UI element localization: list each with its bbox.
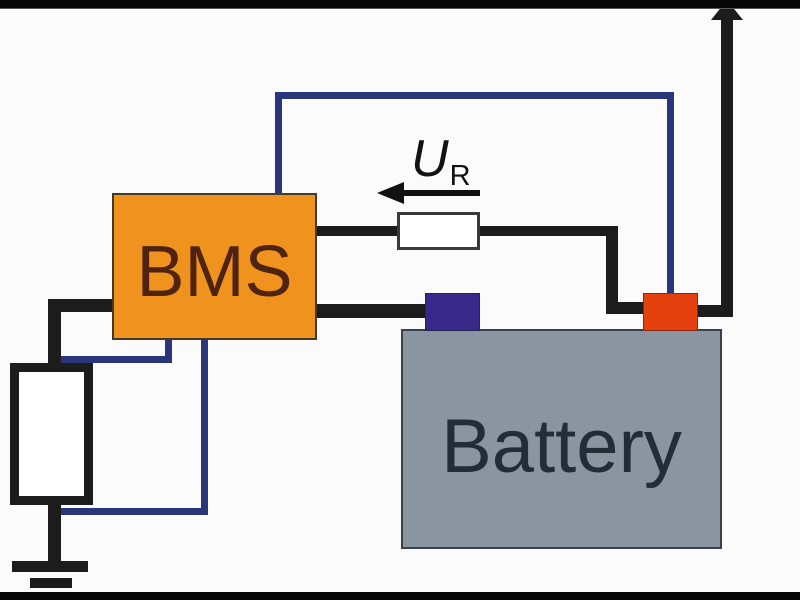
- wire-shunt-down-vertical: [606, 226, 618, 314]
- shunt-resistor: [397, 212, 480, 250]
- bms-label: BMS: [136, 231, 293, 312]
- wire-positive-riser-vertical: [721, 8, 733, 317]
- sense-wire-bms-top-vertical: [275, 96, 282, 196]
- wire-bms-to-negative-terminal: [317, 304, 425, 318]
- battery-block: Battery: [401, 329, 722, 549]
- wire-stub-to-positive-terminal: [606, 302, 643, 314]
- letterbox-bottom: [0, 592, 800, 600]
- voltage-subscript: R: [449, 160, 471, 192]
- sense-wire-positive-terminal-vertical: [667, 92, 674, 300]
- ground-icon-bar-long: [12, 561, 88, 572]
- voltage-label: UR: [411, 130, 471, 191]
- wire-positive-terminal-right-stub: [698, 305, 722, 317]
- battery-label: Battery: [441, 404, 682, 489]
- sense-wire-top-horizontal: [275, 92, 674, 99]
- load-resistor: [10, 363, 93, 505]
- voltage-symbol: U: [411, 130, 449, 188]
- bms-block: BMS: [112, 193, 317, 340]
- battery-negative-terminal: [425, 293, 480, 331]
- battery-positive-terminal: [643, 293, 698, 331]
- wire-bms-left-horizontal: [48, 299, 112, 312]
- wire-left-down-to-resistor: [48, 299, 61, 365]
- sense-wire-2-horizontal: [50, 508, 208, 515]
- sense-wire-1-horizontal: [50, 356, 172, 363]
- ground-icon-bar-short: [30, 578, 72, 588]
- letterbox-top: [0, 0, 800, 9]
- voltage-arrow-line: [399, 190, 480, 196]
- wire-resistor-to-ground: [48, 503, 61, 561]
- voltage-arrow-left-head-icon: [377, 182, 404, 204]
- sense-wire-2-vertical: [201, 340, 208, 515]
- sense-wire-1-vertical: [165, 340, 172, 363]
